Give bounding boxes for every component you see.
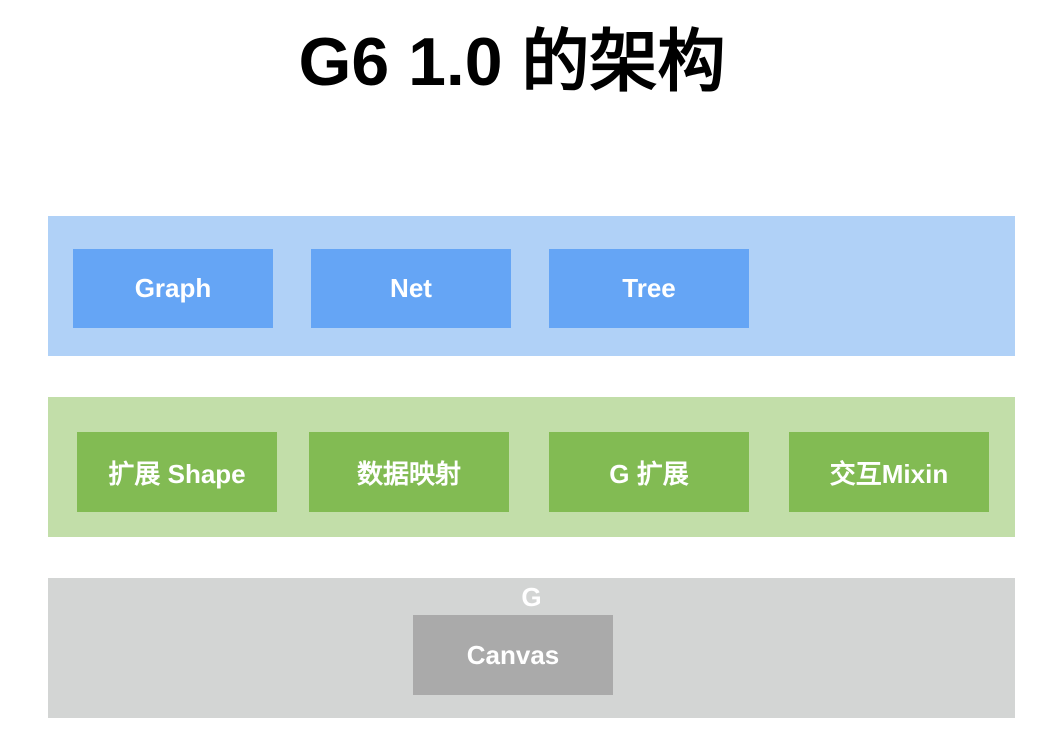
box-g-extend: G 扩展 [549,432,749,512]
layer-top: Graph Net Tree [48,216,1015,356]
layer-label-g: G [521,582,542,612]
layer-bottom: G Canvas [48,578,1015,718]
box-net: Net [311,249,511,328]
diagram-title: G6 1.0 的架构 [298,24,726,100]
box-tree: Tree [549,249,749,328]
box-data-mapping: 数据映射 [309,432,509,512]
box-canvas: Canvas [413,615,613,695]
box-interaction-mixin: 交互Mixin [789,432,989,512]
box-extend-shape: 扩展 Shape [77,432,277,512]
box-graph: Graph [73,249,273,328]
layer-middle: 扩展 Shape 数据映射 G 扩展 交互Mixin [48,397,1015,537]
